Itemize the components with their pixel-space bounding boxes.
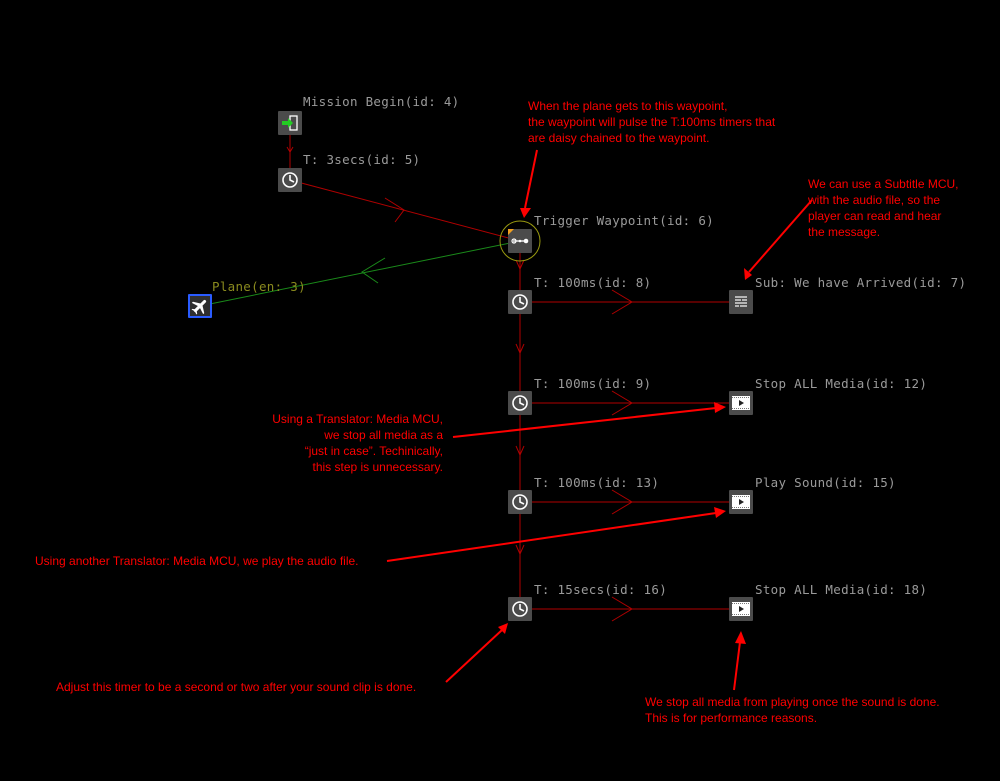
mission-begin-icon xyxy=(282,115,298,131)
stop-media-18-node[interactable] xyxy=(729,597,753,621)
timer-16-node[interactable] xyxy=(508,597,532,621)
timer-8-node[interactable] xyxy=(508,290,532,314)
plane-link-line xyxy=(199,240,521,307)
media-icon xyxy=(732,495,750,509)
clock-icon xyxy=(282,172,298,188)
annotation-line: this step is unnecessary. xyxy=(312,460,443,474)
timer-13-label: T: 100ms(id: 13) xyxy=(534,475,660,490)
clock-icon xyxy=(512,494,528,510)
plane-icon xyxy=(191,299,207,315)
annotation-line: the message. xyxy=(808,225,881,239)
annotation-line: the waypoint will pulse the T:100ms time… xyxy=(528,115,776,129)
timer-8-label: T: 100ms(id: 8) xyxy=(534,275,652,290)
annotation-line: This is for performance reasons. xyxy=(645,711,818,725)
subtitle-annotation: We can use a Subtitle MCU, with the audi… xyxy=(808,176,959,240)
annotation-line: we stop all media as a xyxy=(324,428,443,442)
subtitle-7-label: Sub: We have Arrived(id: 7) xyxy=(755,275,967,290)
subtitle-7-node[interactable] xyxy=(729,290,753,314)
media-icon xyxy=(732,602,750,616)
play-sound-15-node[interactable] xyxy=(729,490,753,514)
clock-icon xyxy=(512,395,528,411)
timer-annotation: Adjust this timer to be a second or two … xyxy=(56,679,416,695)
annotation-line: Using another Translator: Media MCU, we … xyxy=(35,554,359,568)
media-icon xyxy=(732,396,750,410)
stop-media-18-label: Stop ALL Media(id: 18) xyxy=(755,582,928,597)
annotation-line: When the plane gets to this waypoint, xyxy=(528,99,728,113)
stop-media-12-node[interactable] xyxy=(729,391,753,415)
stop-media-12-label: Stop ALL Media(id: 12) xyxy=(755,376,928,391)
timer-13-node[interactable] xyxy=(508,490,532,514)
plane-label: Plane(en: 3) xyxy=(212,279,306,294)
trigger-waypoint-node[interactable] xyxy=(508,229,532,253)
clock-icon xyxy=(512,601,528,617)
mission-begin-node[interactable] xyxy=(278,111,302,135)
timer-3secs-node[interactable] xyxy=(278,168,302,192)
annotation-line: We can use a Subtitle MCU, xyxy=(808,177,959,191)
subtitle-icon xyxy=(735,296,747,307)
play-sound-15-label: Play Sound(id: 15) xyxy=(755,475,896,490)
timer-9-node[interactable] xyxy=(508,391,532,415)
annotation-line: Using a Translator: Media MCU, xyxy=(272,412,443,426)
play-sound-annotation: Using another Translator: Media MCU, we … xyxy=(35,553,359,569)
timer-3secs-label: T: 3secs(id: 5) xyxy=(303,152,421,167)
clock-icon xyxy=(512,294,528,310)
mission-begin-label: Mission Begin(id: 4) xyxy=(303,94,460,109)
timer-16-label: T: 15secs(id: 16) xyxy=(534,582,668,597)
waypoint-icon xyxy=(508,229,529,244)
annotation-line: are daisy chained to the waypoint. xyxy=(528,131,710,145)
final-stop-annotation: We stop all media from playing once the … xyxy=(645,694,940,726)
trigger-waypoint-label: Trigger Waypoint(id: 6) xyxy=(534,213,714,228)
annotation-arrows xyxy=(386,149,813,691)
waypoint-annotation: When the plane gets to this waypoint, th… xyxy=(528,98,775,146)
stop-media-annotation: Using a Translator: Media MCU, we stop a… xyxy=(240,411,443,475)
annotation-line: player can read and hear xyxy=(808,209,942,223)
annotation-line: We stop all media from playing once the … xyxy=(645,695,940,709)
plane-node[interactable] xyxy=(188,294,212,318)
annotation-line: Adjust this timer to be a second or two … xyxy=(56,680,417,694)
annotation-line: “just in case”. Techinically, xyxy=(304,444,443,458)
annotation-line: with the audio file, so the xyxy=(808,193,941,207)
link-lines xyxy=(286,123,741,622)
waypoint-radius-ring xyxy=(499,220,541,262)
timer-9-label: T: 100ms(id: 9) xyxy=(534,376,652,391)
